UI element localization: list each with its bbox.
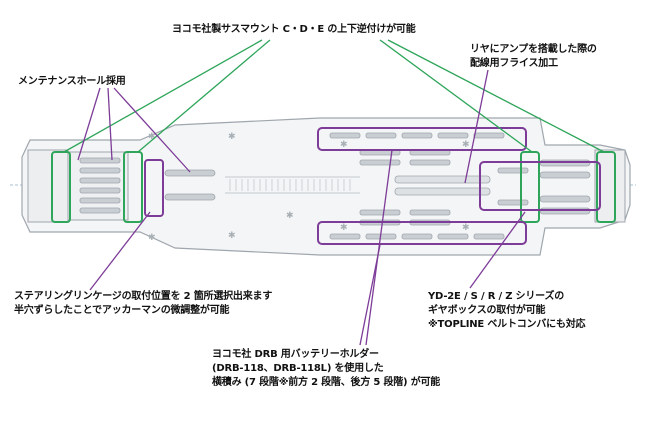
svg-text:✱: ✱: [462, 223, 470, 233]
svg-text:✱: ✱: [228, 231, 236, 241]
callout-top-center: ヨコモ社製サスマウント C・D・E の上下逆付けが可能: [172, 23, 416, 37]
callout-top-left: メンテナンスホール採用: [18, 75, 126, 89]
callout-top-right-line-2: 配線用フライス加工: [470, 58, 558, 69]
callout-top-right: リヤにアンプを搭載した際の 配線用フライス加工: [470, 43, 597, 71]
green-callout-boxes: [51, 151, 616, 223]
gearbox-box: [479, 161, 601, 211]
callout-top-right-line-1: リヤにアンプを搭載した際の: [470, 44, 597, 55]
callout-bottom-right-line-2: ギヤボックスの取付が可能: [428, 305, 546, 316]
callout-bottom-center-line-1: ヨコモ社 DRB 用バッテリーホルダー: [212, 349, 379, 360]
svg-text:✱: ✱: [286, 211, 294, 221]
svg-text:✱: ✱: [148, 132, 156, 142]
callout-bottom-center: ヨコモ社 DRB 用バッテリーホルダー (DRB-118、DRB-118L) を…: [212, 348, 440, 390]
callout-bottom-right-line-1: YD-2E / S / R / Z シリーズの: [428, 291, 565, 302]
front-mount-box-1: [51, 151, 71, 223]
rear-mount-box-2: [596, 151, 616, 223]
svg-text:✱: ✱: [228, 132, 236, 142]
svg-text:✱: ✱: [148, 233, 156, 243]
callout-bottom-right: YD-2E / S / R / Z シリーズの ギヤボックスの取付が可能 ※TO…: [428, 290, 586, 332]
callout-bottom-right-line-3: ※TOPLINE ベルトコンバにも対応: [428, 319, 586, 330]
purple-leader-lines: [77, 69, 526, 346]
callout-top-left-line: メンテナンスホール採用: [18, 76, 126, 87]
mount-marks: ✱ ✱ ✱ ✱ ✱ ✱ ✱ ✱ ✱: [148, 132, 470, 243]
front-bulkhead: [27, 149, 69, 223]
rear-mount-box-1: [520, 151, 540, 223]
front-slots: [79, 157, 216, 214]
svg-text:✱: ✱: [340, 140, 348, 150]
callout-bottom-left-line-2: 半穴ずらしたことでアッカーマンの微調整が可能: [14, 305, 230, 316]
battery-slots-top: [329, 132, 505, 166]
callout-top-center-line: ヨコモ社製サスマウント C・D・E の上下逆付けが可能: [172, 24, 416, 35]
svg-text:✱: ✱: [340, 223, 348, 233]
battery-holder-bottom-box: [317, 221, 527, 245]
callout-bottom-left: ステアリングリンケージの取付位置を 2 箇所選択出来ます 半穴ずらしたことでアッ…: [14, 290, 272, 318]
steering-link-box: [144, 159, 164, 217]
front-mount-box-2: [123, 151, 143, 223]
center-ribs: [225, 176, 360, 194]
callout-bottom-center-line-3: 横積み (7 段階※前方 2 段階、後方 5 段階) が可能: [212, 377, 441, 388]
purple-callout-boxes: [144, 127, 601, 245]
battery-holder-top-box: [317, 127, 527, 151]
callout-bottom-left-line-1: ステアリングリンケージの取付位置を 2 箇所選択出来ます: [14, 291, 273, 302]
callout-bottom-center-line-2: (DRB-118、DRB-118L) を使用した: [212, 363, 384, 374]
svg-text:✱: ✱: [462, 140, 470, 150]
center-ribs-hatch: [229, 179, 351, 191]
green-leader-lines: [63, 39, 605, 153]
